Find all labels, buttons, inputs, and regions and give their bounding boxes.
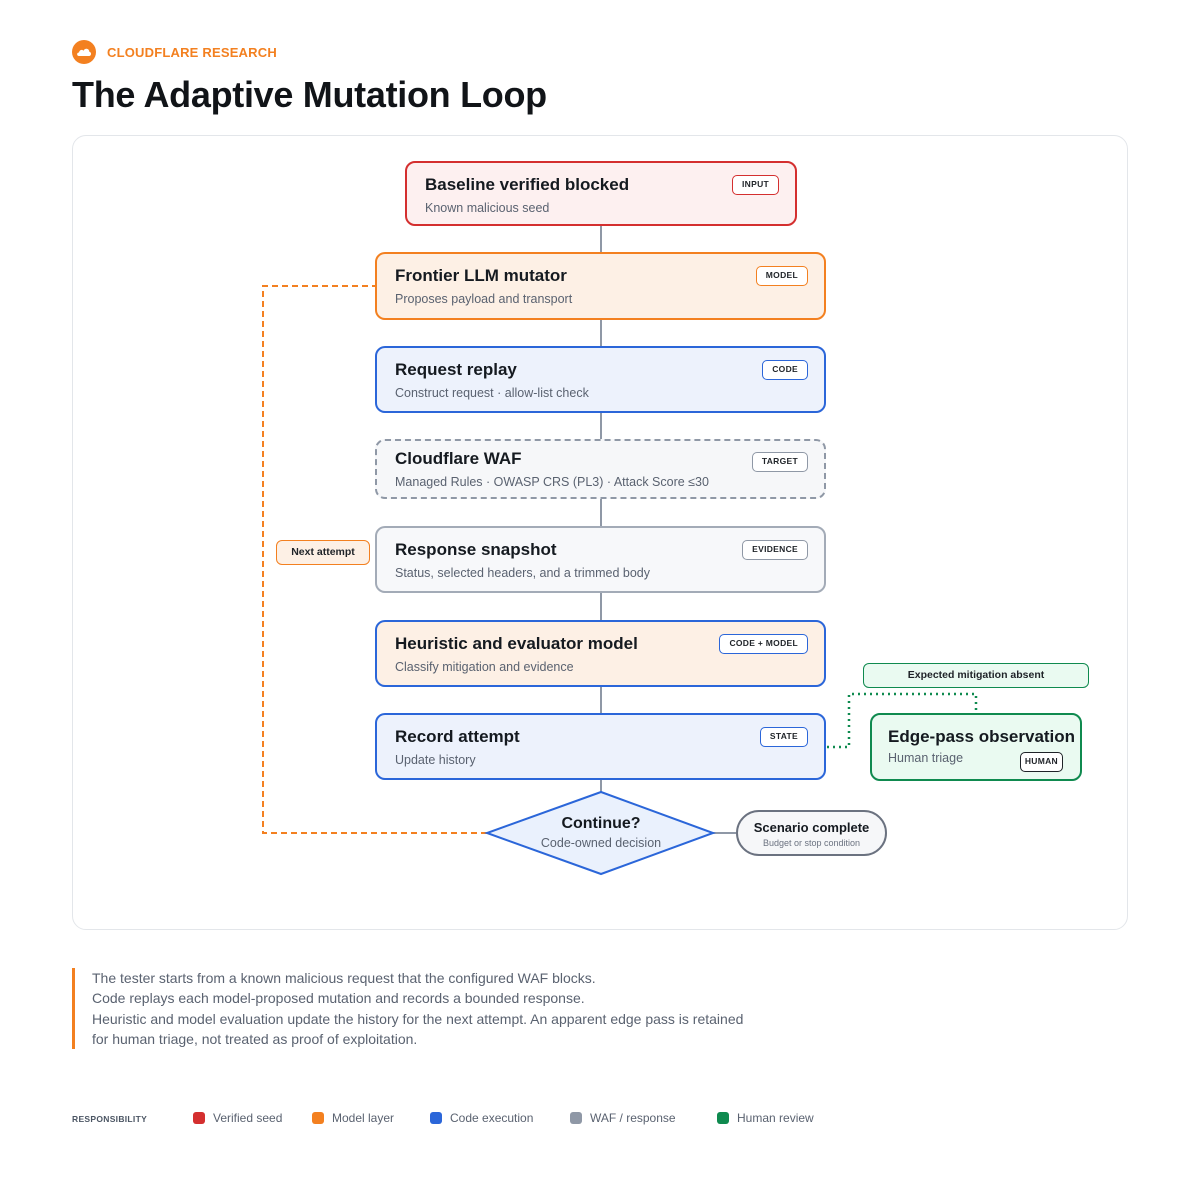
node-subtitle: Status, selected headers, and a trimmed … — [395, 566, 651, 580]
node-cloudflare-waf: Cloudflare WAF Managed Rules · OWASP CRS… — [375, 439, 826, 499]
node-response-snapshot: Response snapshot Status, selected heade… — [375, 526, 826, 593]
tag-model: MODEL — [755, 266, 808, 286]
node-frontier-llm-mutator: Frontier LLM mutator Proposes payload an… — [375, 252, 826, 320]
node-title: Response snapshot — [395, 540, 557, 559]
legend-item-waf-response: WAF / response — [570, 1111, 676, 1125]
node-subtitle: Construct request · allow-list check — [395, 386, 589, 400]
tag-state: STATE — [759, 727, 808, 747]
legend-item-model-layer: Model layer — [312, 1111, 394, 1125]
node-record-attempt: Record attempt Update history STATE — [375, 713, 826, 780]
node-subtitle: Managed Rules · OWASP CRS (PL3) · Attack… — [395, 475, 709, 489]
legend: RESPONSIBILITY Verified seed Model layer… — [72, 1111, 832, 1127]
page-title: The Adaptive Mutation Loop — [72, 74, 547, 115]
legend-swatch — [717, 1112, 729, 1124]
legend-item-code-execution: Code execution — [430, 1111, 533, 1125]
terminal-scenario-complete: Scenario complete Budget or stop conditi… — [736, 810, 887, 856]
node-title: Edge-pass observation — [888, 727, 1076, 746]
tag-code: CODE — [762, 360, 808, 380]
diagram-panel: Baseline verified blocked Known maliciou… — [72, 135, 1128, 930]
node-title: Baseline verified blocked — [425, 175, 630, 194]
decision-continue: Continue? Code-owned decision — [488, 815, 714, 850]
terminal-title: Scenario complete — [753, 820, 870, 835]
tag-input: INPUT — [732, 175, 779, 195]
node-subtitle: Human triage — [888, 751, 964, 765]
node-title: Heuristic and evaluator model — [395, 634, 638, 653]
tag-evidence: EVIDENCE — [742, 540, 808, 560]
description-line: The tester starts from a known malicious… — [92, 970, 596, 986]
tag-code-model: CODE + MODEL — [719, 634, 808, 654]
node-heuristic-evaluator: Heuristic and evaluator model Classify m… — [375, 620, 826, 687]
legend-heading: RESPONSIBILITY — [72, 1114, 148, 1124]
legend-label: Human review — [737, 1111, 814, 1125]
node-title: Record attempt — [395, 727, 520, 746]
legend-label: Model layer — [332, 1111, 395, 1125]
description: The tester starts from a known malicious… — [72, 968, 744, 1050]
node-subtitle: Update history — [395, 753, 476, 767]
node-request-replay: Request replay Construct request · allow… — [375, 346, 826, 413]
node-edge-pass-observation: Edge-pass observation Human triage HUMAN — [870, 713, 1082, 781]
next-attempt-label: Next attempt — [276, 540, 370, 565]
node-title: Cloudflare WAF — [395, 449, 522, 468]
tag-human: HUMAN — [1019, 752, 1063, 772]
legend-label: WAF / response — [590, 1111, 676, 1125]
expected-mitigation-absent-label: Expected mitigation absent — [863, 663, 1089, 688]
node-title: Frontier LLM mutator — [395, 266, 567, 285]
legend-label: Verified seed — [213, 1111, 283, 1125]
legend-swatch — [570, 1112, 582, 1124]
legend-swatch — [193, 1112, 205, 1124]
legend-item-verified-seed: Verified seed — [193, 1111, 282, 1125]
terminal-subtitle: Budget or stop condition — [762, 838, 861, 848]
legend-label: Code execution — [450, 1111, 534, 1125]
description-line: for human triage, not treated as proof o… — [92, 1030, 418, 1047]
tag-target: TARGET — [751, 452, 808, 472]
legend-swatch — [430, 1112, 442, 1124]
cloud-logo-icon — [72, 40, 96, 64]
brand-name: CLOUDFLARE RESEARCH — [107, 44, 277, 60]
legend-item-human-review: Human review — [717, 1111, 814, 1125]
node-subtitle: Known malicious seed — [425, 201, 550, 215]
node-title: Request replay — [395, 360, 517, 379]
description-line: Heuristic and model evaluation update th… — [92, 1010, 744, 1027]
legend-swatch — [312, 1112, 324, 1124]
node-subtitle: Classify mitigation and evidence — [395, 660, 574, 674]
decision-title: Continue? — [561, 815, 641, 832]
brand: CLOUDFLARE RESEARCH — [72, 40, 277, 64]
decision-subtitle: Code-owned decision — [540, 836, 662, 850]
description-line: Code replays each model-proposed mutatio… — [92, 990, 585, 1007]
node-subtitle: Proposes payload and transport — [395, 292, 573, 306]
node-baseline-verified-blocked: Baseline verified blocked Known maliciou… — [405, 161, 797, 226]
connector-lines — [262, 226, 978, 876]
